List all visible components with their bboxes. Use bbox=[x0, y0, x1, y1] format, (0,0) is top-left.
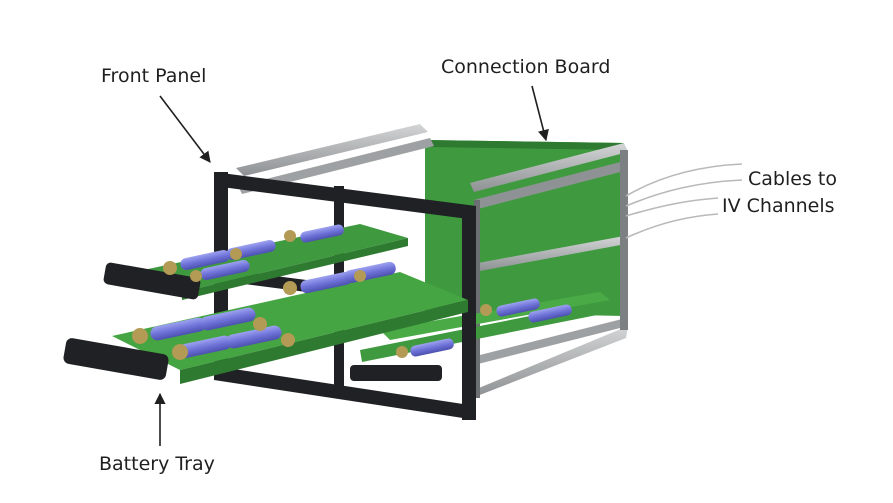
front-panel-arrow bbox=[159, 95, 211, 163]
rack-rails bbox=[236, 124, 628, 398]
battery-cells bbox=[150, 224, 572, 359]
front-panel-label: Front Panel bbox=[101, 65, 207, 87]
connection-board bbox=[425, 140, 624, 316]
cell-terminals bbox=[132, 230, 492, 360]
cables-label-line1: Cables to bbox=[748, 168, 837, 190]
cables bbox=[625, 163, 743, 239]
connection-board-arrow bbox=[531, 85, 549, 142]
connection-board-label: Connection Board bbox=[441, 56, 611, 78]
leader-arrows bbox=[154, 85, 549, 446]
cables-label-line2: IV Channels bbox=[722, 195, 835, 217]
battery-tray-label: Battery Tray bbox=[99, 453, 215, 475]
